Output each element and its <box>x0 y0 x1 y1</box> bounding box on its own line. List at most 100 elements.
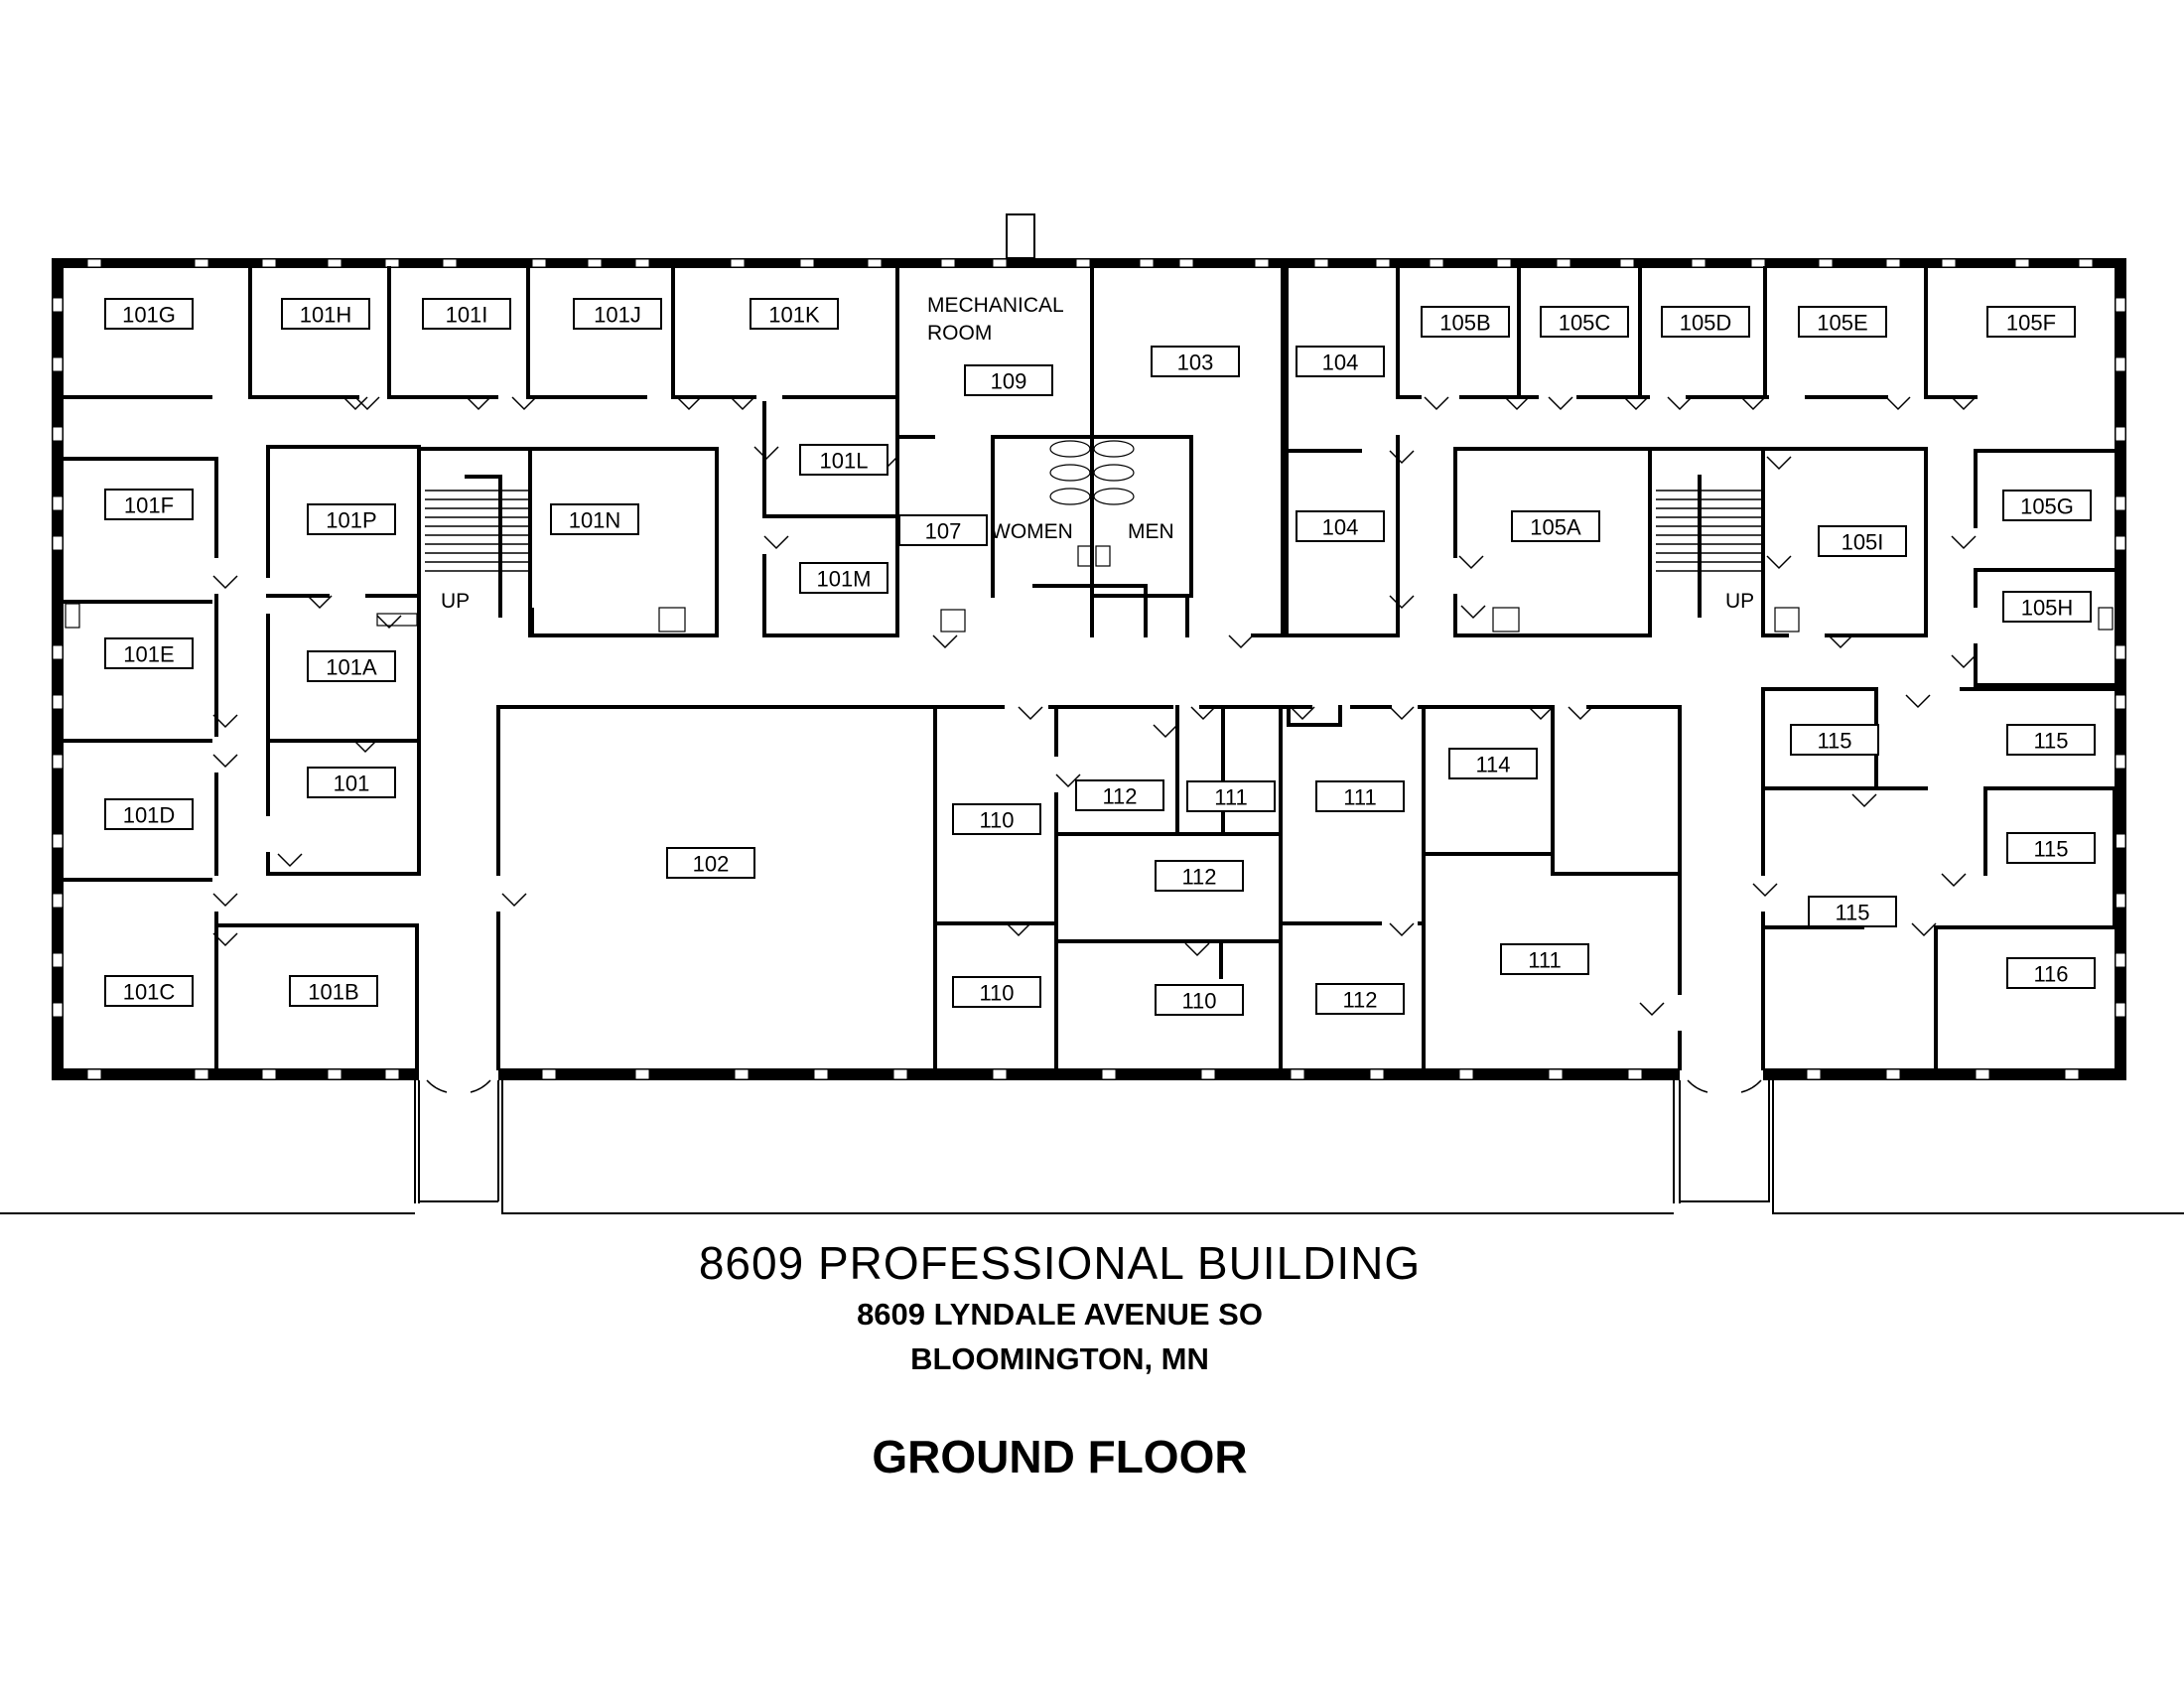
building-address: 8609 LYNDALE AVENUE SO <box>857 1297 1263 1332</box>
door-swing <box>1766 456 1792 471</box>
window <box>1313 258 1329 268</box>
room-number: 110 <box>1181 989 1216 1014</box>
room-label: 101 <box>307 767 396 798</box>
room-label: 115 <box>2006 724 2096 756</box>
room-label: 101N <box>550 503 639 535</box>
window <box>1101 1068 1117 1080</box>
room-number: 110 <box>979 981 1014 1006</box>
room-number: 107 <box>925 519 962 544</box>
window <box>1139 258 1155 268</box>
room-label-box <box>1296 510 1385 542</box>
window <box>1458 1068 1474 1080</box>
window <box>992 1068 1008 1080</box>
window <box>1941 258 1957 268</box>
room-number: 101C <box>123 980 176 1005</box>
room-label-box <box>573 298 662 330</box>
room-number: 105I <box>1842 530 1884 555</box>
window <box>2115 495 2126 511</box>
window <box>1429 258 1444 268</box>
room-label-box <box>2006 724 2096 756</box>
room-label: 101C <box>104 975 194 1007</box>
room-label-box <box>1315 983 1405 1015</box>
room-number: 105G <box>2020 494 2074 519</box>
window <box>1975 1068 1990 1080</box>
room-number: 110 <box>979 808 1014 833</box>
door-swing <box>212 714 238 729</box>
window <box>52 952 64 968</box>
building-city: BLOOMINGTON, MN <box>910 1341 1209 1376</box>
room-number: 112 <box>1181 865 1216 890</box>
window <box>261 1068 277 1080</box>
door-swing <box>501 893 527 908</box>
room-number: 115 <box>1835 901 1869 925</box>
room-label: 105E <box>1798 306 1887 338</box>
window <box>2115 644 2126 660</box>
room-label-box <box>1155 860 1244 892</box>
room-label-box <box>1075 779 1164 811</box>
window <box>940 258 956 268</box>
stair-up-label-left: UP <box>441 590 470 613</box>
room-number: 114 <box>1475 753 1510 777</box>
room-label: 115 <box>1790 724 1879 756</box>
room-number: 112 <box>1342 988 1377 1013</box>
window <box>52 297 64 313</box>
room-label: 115 <box>2006 832 2096 864</box>
window <box>531 258 547 268</box>
door-swing <box>212 754 238 769</box>
window <box>2115 833 2126 849</box>
window <box>52 356 64 372</box>
room-label-box <box>281 298 370 330</box>
door-swing <box>1911 922 1937 937</box>
window <box>86 258 102 268</box>
room-label: 114 <box>1448 748 1538 779</box>
room-label: 112 <box>1155 860 1244 892</box>
window <box>2115 356 2126 372</box>
door-swing <box>307 595 333 610</box>
room-label: 112 <box>1315 983 1405 1015</box>
room-label: 101K <box>750 298 839 330</box>
room-number: 105D <box>1680 311 1732 336</box>
room-label-box <box>307 650 396 682</box>
room-label-box <box>104 637 194 669</box>
door-swing <box>1905 694 1931 709</box>
door-swing <box>1951 654 1977 669</box>
room-number: 105F <box>2006 311 2056 336</box>
room-label: 103 <box>1151 346 1240 377</box>
room-number: 115 <box>2033 837 2068 862</box>
room-number: 111 <box>1343 785 1376 810</box>
door-swing <box>1389 595 1415 610</box>
room-label: 101B <box>289 975 378 1007</box>
door-swing <box>511 396 537 411</box>
window <box>1556 258 1571 268</box>
window <box>2115 426 2126 442</box>
window <box>2014 258 2030 268</box>
room-label-box <box>1798 306 1887 338</box>
room-label: 105G <box>2002 490 2092 521</box>
room-label-box <box>1421 306 1510 338</box>
room-label-box <box>1986 306 2076 338</box>
window <box>327 258 342 268</box>
entry-canopy <box>0 1079 2184 1214</box>
door-swing <box>1458 555 1484 570</box>
door-swing <box>1740 396 1766 411</box>
door-swing <box>1548 396 1573 411</box>
room-label: 101G <box>104 298 194 330</box>
door-swing <box>1184 942 1210 957</box>
room-label: 101I <box>422 298 511 330</box>
room-label: 110 <box>952 976 1041 1008</box>
door-swing <box>1667 396 1693 411</box>
door-swing <box>1424 396 1449 411</box>
men-label: MEN <box>1128 520 1174 543</box>
room-label: 105C <box>1540 306 1629 338</box>
room-number: 101J <box>594 303 641 328</box>
room-number: 101H <box>300 303 352 328</box>
window <box>327 1068 342 1080</box>
mechanical-label-line2: ROOM <box>927 322 992 345</box>
room-label: 101P <box>307 503 396 535</box>
window <box>384 258 400 268</box>
door-swing <box>1504 396 1530 411</box>
room-label-box <box>104 298 194 330</box>
door-swing <box>342 396 368 411</box>
window <box>634 258 650 268</box>
